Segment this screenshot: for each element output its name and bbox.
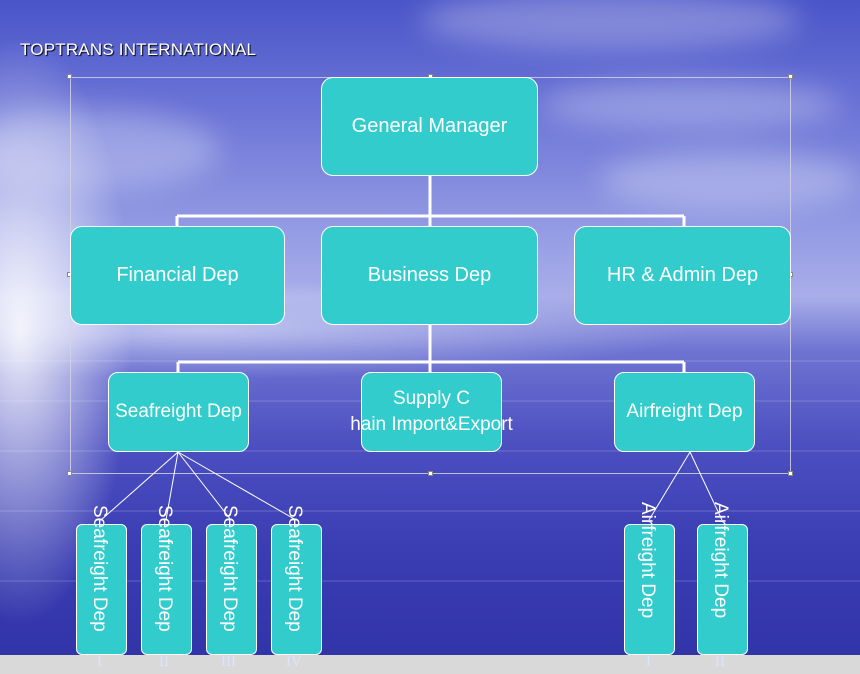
connector (177, 451, 297, 521)
status-strip (0, 655, 860, 674)
node-label: Business Dep (367, 264, 492, 286)
node-seafreight-unit-3[interactable] (206, 524, 257, 655)
seafreight-unit-4-label: Seafreight Dep (284, 505, 305, 632)
seafreight-unit-1-numeral: I (97, 654, 102, 670)
node-label-line1: Supply C (392, 388, 471, 409)
resize-handle[interactable] (67, 471, 72, 476)
node-label: HR & Admin Dep (606, 264, 759, 286)
node-seafreight-unit-4[interactable] (271, 524, 322, 655)
node-label: Financial Dep (116, 264, 239, 286)
resize-handle[interactable] (428, 471, 433, 476)
resize-handle[interactable] (788, 74, 793, 79)
connector (689, 451, 723, 521)
connector (165, 451, 179, 521)
resize-handle[interactable] (788, 471, 793, 476)
seafreight-unit-1-label: Seafreight Dep (89, 505, 110, 632)
node-supply-chain[interactable]: Supply C hain Import&Export (350, 372, 513, 452)
node-airfreight-unit-1[interactable] (624, 524, 675, 655)
node-business-dep[interactable]: Business Dep (321, 226, 538, 325)
node-label: Seafreight Dep (115, 401, 242, 422)
seafreight-unit-4-numeral: IV (286, 654, 302, 670)
slide-title: TOPTRANS INTERNATIONAL (20, 40, 257, 59)
seafreight-unit-3-numeral: III (221, 654, 236, 670)
node-general-manager[interactable]: General Manager (321, 77, 538, 176)
node-label: Airfreight Dep (626, 401, 743, 422)
connector (648, 451, 691, 521)
sea-wave (0, 580, 860, 582)
airfreight-unit-2-label: Airfreight Dep (710, 502, 731, 619)
node-airfreight-dep[interactable]: Airfreight Dep (614, 372, 755, 452)
seafreight-unit-3-label: Seafreight Dep (219, 505, 240, 632)
sky-cloud (600, 150, 860, 210)
airfreight-unit-1-label: Airfreight Dep (637, 502, 658, 619)
node-seafreight-unit-2[interactable] (141, 524, 192, 655)
connector (177, 451, 232, 521)
sea-wave (0, 510, 860, 512)
connector (100, 451, 179, 521)
node-seafreight-dep[interactable]: Seafreight Dep (108, 372, 249, 452)
node-seafreight-unit-1[interactable] (76, 524, 127, 655)
node-label-line2: hain Import&Export (350, 414, 513, 435)
seafreight-unit-2-numeral: II (159, 654, 169, 670)
sky-cloud (420, 0, 800, 50)
airfreight-unit-2-numeral: II (715, 654, 725, 670)
airfreight-unit-1-numeral: I (646, 654, 651, 670)
resize-handle[interactable] (67, 74, 72, 79)
seafreight-unit-2-label: Seafreight Dep (154, 505, 175, 632)
sky-cloud (0, 110, 220, 190)
node-airfreight-unit-2[interactable] (697, 524, 748, 655)
node-financial-dep[interactable]: Financial Dep (70, 226, 285, 325)
node-hr-admin-dep[interactable]: HR & Admin Dep (574, 226, 791, 325)
node-label: General Manager (351, 115, 508, 137)
